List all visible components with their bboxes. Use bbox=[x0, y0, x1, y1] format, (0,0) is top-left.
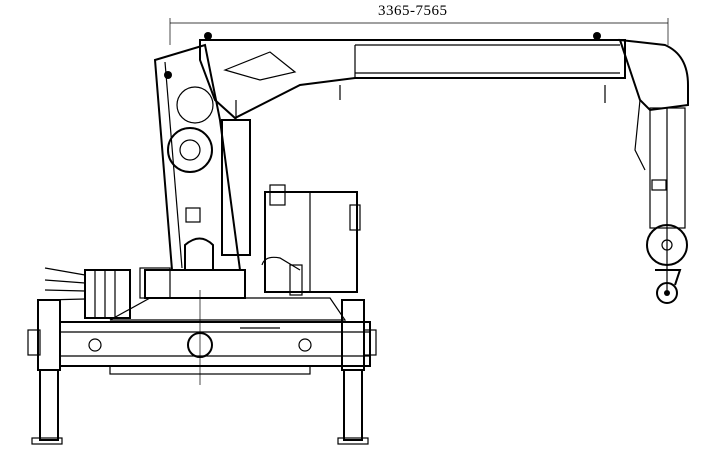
crane-base bbox=[59, 269, 371, 385]
hydraulic-tank bbox=[261, 184, 361, 296]
lift-cylinder bbox=[221, 100, 251, 256]
telescopic-boom bbox=[199, 32, 626, 120]
boom-reach-dimension-label: 3365-7565 bbox=[378, 3, 448, 19]
left-outrigger bbox=[27, 299, 63, 445]
right-outrigger bbox=[337, 299, 377, 445]
control-valve-bank bbox=[44, 267, 171, 319]
dimension-line bbox=[169, 18, 669, 45]
crane-column bbox=[153, 43, 242, 271]
boom-head-hook bbox=[618, 38, 689, 304]
